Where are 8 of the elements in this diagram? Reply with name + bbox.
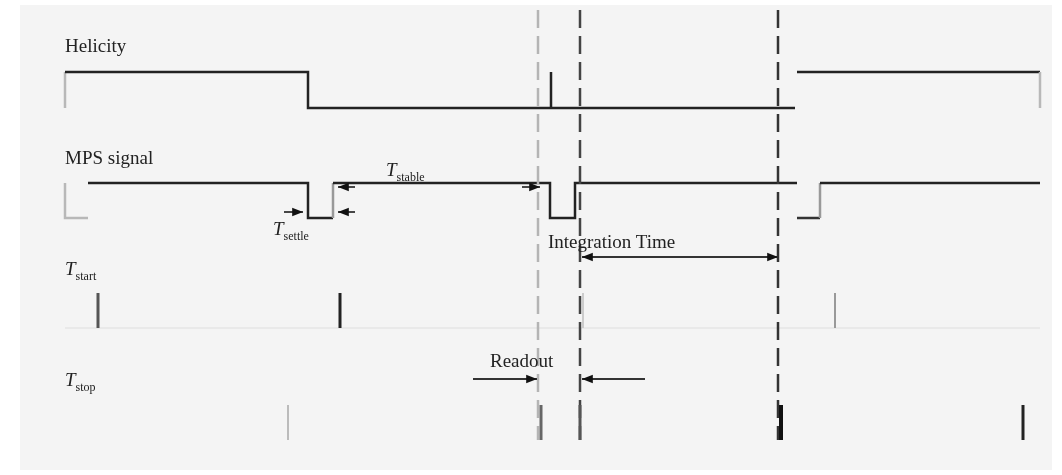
signal-label: Helicity bbox=[65, 36, 127, 55]
timing-label: T$_{stable}$ bbox=[386, 160, 425, 183]
signal-label: T$_{start}$ bbox=[65, 259, 97, 282]
signal-label: MPS signal bbox=[65, 148, 154, 167]
signal-label: T$_{stop}$ bbox=[65, 370, 96, 393]
timing-label: Readout bbox=[490, 351, 554, 370]
timing-label: T$_{settle}$ bbox=[273, 219, 309, 242]
timing-label: Integration Time bbox=[548, 232, 676, 251]
